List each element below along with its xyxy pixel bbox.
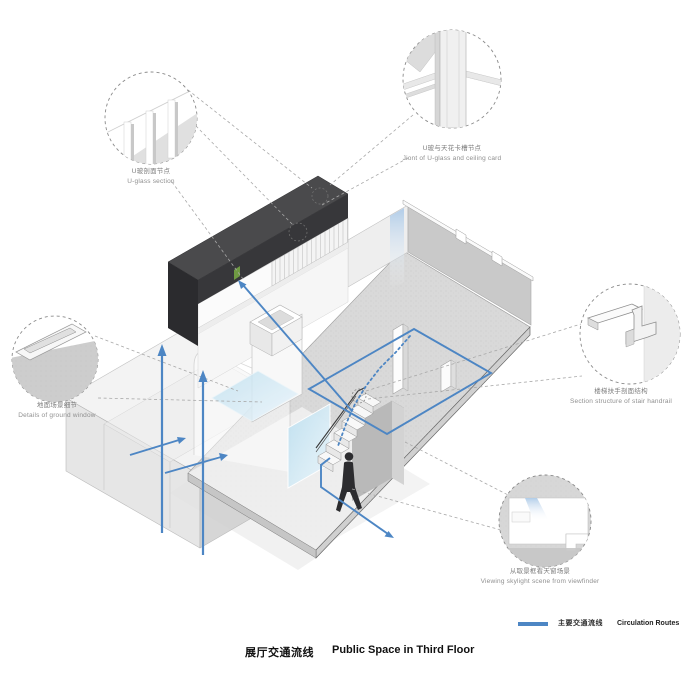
label-ceiling-joint-en: Jiont of U-glass and ceiling card bbox=[402, 154, 502, 162]
floor-skylight-glass bbox=[211, 370, 299, 422]
label-ceiling-joint: U玻与天花卡槽节点 Jiont of U-glass and ceiling c… bbox=[403, 144, 502, 164]
staircase bbox=[315, 386, 382, 473]
label-stair-handrail-en: Section structure of stair handrail bbox=[569, 397, 673, 405]
ground-window-art bbox=[12, 323, 98, 402]
label-u-glass-section-zh: U玻剖面节点 bbox=[131, 168, 171, 175]
legend-label-zh: 主要交通流线 bbox=[558, 620, 603, 627]
skylight-view-art bbox=[499, 475, 591, 567]
legend-route-line-swatch bbox=[518, 621, 548, 626]
label-stair-handrail-zh: 楼梯扶手剖面结构 bbox=[594, 388, 648, 395]
page-title-en: Public Space in Third Floor bbox=[332, 644, 475, 656]
label-ground-window-en: Details of ground window bbox=[18, 411, 96, 419]
callout-ground-window bbox=[11, 315, 99, 403]
legend-label-en: Circulation Routes bbox=[617, 619, 680, 627]
callout-skylight-view bbox=[498, 474, 592, 568]
stair-handrail-art bbox=[586, 285, 680, 384]
label-stair-handrail: 楼梯扶手剖面结构 Section structure of stair hand… bbox=[570, 387, 672, 407]
route-descending bbox=[242, 284, 353, 412]
label-skylight-view-en: Viewing skylight scene from viewfinder bbox=[480, 577, 600, 585]
circulation-routes bbox=[129, 280, 493, 555]
stair-handrail-line bbox=[315, 386, 367, 449]
legend: 主要交通流线 Circulation Routes bbox=[518, 618, 679, 628]
route-entry-1 bbox=[129, 439, 180, 456]
person-silhouette bbox=[336, 452, 362, 512]
floor-route-loop bbox=[307, 327, 493, 436]
leader-lines bbox=[94, 89, 583, 531]
label-ceiling-joint-zh: U玻与天花卡槽节点 bbox=[422, 145, 482, 152]
callout-stair-handrail bbox=[579, 283, 681, 385]
label-skylight-view-zh: 从取景框看天窗场景 bbox=[509, 568, 571, 575]
route-exit bbox=[320, 457, 389, 535]
u-glass-section-art bbox=[105, 86, 197, 164]
callout-ceiling-joint bbox=[402, 29, 502, 129]
label-u-glass-section: U玻剖面节点 U-glass section bbox=[127, 167, 174, 187]
label-ground-window: 地面场景细节 Details of ground window bbox=[18, 401, 95, 421]
route-stairs-dotted bbox=[337, 335, 411, 447]
label-u-glass-section-en: U-glass section bbox=[127, 177, 175, 185]
page-title-zh: 展厅交通流线 bbox=[245, 647, 314, 659]
detail-markers bbox=[288, 187, 367, 404]
label-ground-window-zh: 地面场景细节 bbox=[36, 402, 78, 409]
green-accent bbox=[234, 266, 240, 280]
ceiling-joint-art bbox=[403, 30, 501, 128]
route-entry-2 bbox=[164, 456, 222, 474]
label-skylight-view: 从取景框看天窗场景 Viewing skylight scene from vi… bbox=[481, 567, 600, 587]
callout-u-glass-section bbox=[104, 71, 198, 165]
glass-panes bbox=[211, 370, 331, 489]
